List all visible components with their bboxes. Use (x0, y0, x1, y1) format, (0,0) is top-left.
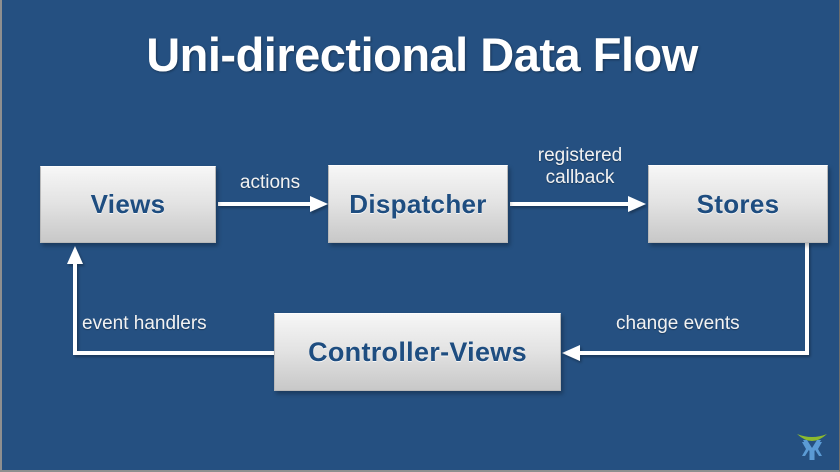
arrow-controller-to-views (67, 246, 276, 355)
arrow-dispatcher-to-stores (510, 196, 646, 212)
node-views[interactable]: Views (40, 166, 216, 243)
node-stores-label: Stores (696, 188, 780, 219)
arrow-stores-to-controller (562, 243, 809, 361)
arrow-views-to-dispatcher (218, 196, 328, 212)
brand-logo (797, 434, 827, 460)
node-views-label: Views (90, 189, 166, 219)
node-stores[interactable]: Stores (648, 165, 828, 243)
node-controller-views-label: Controller-Views (308, 336, 527, 367)
node-controller-views[interactable]: Controller-Views (274, 313, 561, 391)
edge-label-event-handlers: event handlers (82, 313, 207, 334)
node-dispatcher-label: Dispatcher (349, 188, 487, 219)
node-dispatcher[interactable]: Dispatcher (328, 165, 508, 243)
edge-label-change-events: change events (616, 313, 740, 334)
edge-label-registered-callback: registered callback (537, 145, 623, 188)
page-title: Uni-directional Data Flow (146, 28, 698, 81)
edge-label-actions: actions (239, 172, 301, 193)
